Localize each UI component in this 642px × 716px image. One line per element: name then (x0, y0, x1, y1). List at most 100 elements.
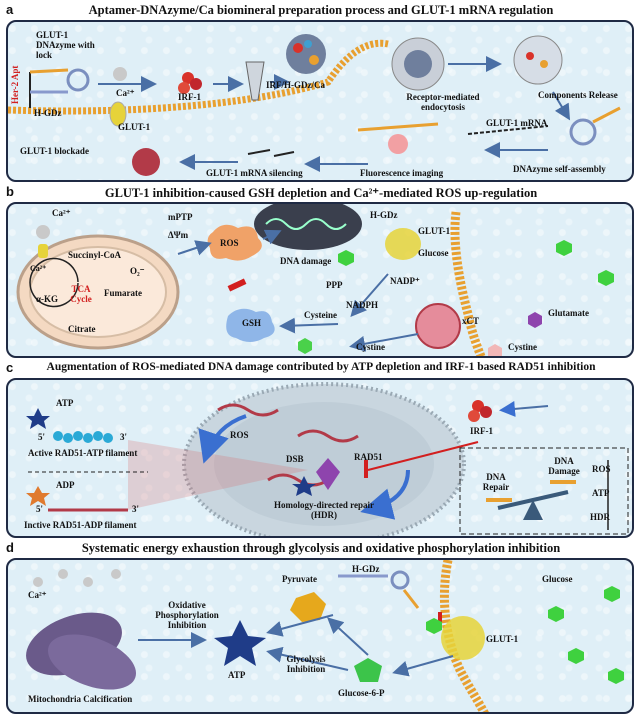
ca-ion-icon (36, 225, 50, 239)
panel-d-title: Systematic energy exhaustion through gly… (81, 541, 561, 555)
ros-label: ROS (230, 430, 249, 440)
rad51-inhibition-line (367, 441, 479, 471)
glutamate-icon (528, 312, 542, 328)
glut1-dnazyme-icon (29, 68, 90, 108)
panel-b: Ca²⁺ Ca²⁺ Succinyl-CoA O₂⁻ TCA Cycle α-K… (6, 202, 634, 358)
glut1-transporter-icon (109, 101, 127, 127)
glut1-mrna-icon (467, 125, 549, 135)
active-filament-label: Active RAD51-ATP filament (28, 448, 138, 458)
active-filament-icon (53, 431, 113, 443)
release-label: Components Release (538, 90, 618, 100)
fluorescence-icon (388, 134, 408, 154)
ros-icon (207, 224, 262, 261)
ca-in-label: Ca²⁺ (30, 264, 47, 273)
glut1-inhibition-icon (438, 612, 442, 628)
glucose-6-p-icon (354, 658, 382, 682)
irf1-label: IRF-1 (470, 426, 493, 436)
five-label-2: 5' (36, 504, 44, 514)
glut1-label: GLUT-1 (118, 122, 151, 132)
adp-star-icon (26, 486, 50, 506)
assembly-label: DNAzyme self-assembly (513, 164, 606, 174)
hgdz-label: H-GDz (370, 210, 398, 220)
calcium-channel-icon (38, 244, 48, 258)
oxphos-label: Oxidative Phosphorylation Inhibition (155, 600, 219, 630)
gsh-label: GSH (242, 318, 262, 328)
dpsi-label: ΔΨm (168, 230, 189, 240)
atp-icon (292, 476, 316, 496)
silenced-mrna-icon (247, 149, 295, 157)
ros-r-label: ROS (592, 464, 611, 474)
panel-a: Her-2 Apt GLUT-1 DNAzyme with lock H-GDz… (6, 20, 634, 182)
irf1-label: IRF-1 (178, 92, 201, 102)
glucose-icon (548, 606, 564, 622)
damage-beam (128, 440, 308, 510)
balance-box (459, 447, 629, 535)
panel-a-graphics (8, 34, 621, 176)
irf1-icon (178, 72, 202, 94)
dna-repair-label: DNA Repair (482, 472, 510, 492)
atp-r-label: ATP (592, 488, 610, 498)
panel-c-graphics (26, 382, 629, 536)
pyruvate-label: Pyruvate (282, 574, 317, 584)
pyruvate-icon (290, 592, 326, 622)
glycolysis-label: Glycolysis Inhibition (286, 654, 326, 674)
adp-label: ADP (56, 480, 75, 490)
hdr-label: Homology-directed repair (HDR) (274, 500, 374, 520)
rad51-label: RAD51 (354, 452, 383, 462)
panel-d: Ca²⁺ Oxidative Phosphorylation Inhibitio… (6, 558, 634, 714)
ppp-label: PPP (326, 280, 343, 290)
cell-membrane (8, 39, 389, 115)
ca-ion-icon (113, 67, 127, 81)
three-label-2: 3' (132, 504, 140, 514)
irf-hgdz-ca-nanoparticle-icon (286, 34, 326, 74)
glucose-label: Glucose (418, 248, 449, 258)
mptp-label: mPTP (168, 212, 193, 222)
ca-label: Ca²⁺ (116, 88, 135, 98)
tube-icon (245, 61, 265, 101)
glut1-label: GLUT-1 (486, 634, 519, 644)
blockade-label: GLUT-1 blockade (20, 146, 89, 156)
citrate-label: Citrate (68, 324, 96, 334)
xct-transporter-icon (415, 303, 461, 349)
xct-label: xCT (462, 316, 480, 326)
endocytosis-label: Receptor-mediated endocytosis (406, 92, 480, 112)
akg-label: α-KG (36, 294, 59, 304)
dnazyme-assembly-icon (569, 118, 597, 146)
nadp-label: NADP⁺ (390, 276, 420, 286)
three-label-1: 3' (120, 432, 128, 442)
cell-membrane-b (450, 211, 486, 356)
release-vesicle-icon (513, 35, 563, 85)
dnazyme-label: GLUT-1 DNAzyme with lock (36, 30, 95, 60)
glucose-label: Glucose (542, 574, 573, 584)
glucose-icon (556, 240, 572, 256)
dna-damage-label: DNA damage (280, 256, 332, 266)
atp-star-icon (26, 408, 50, 429)
glutamate-label: Glutamate (548, 308, 589, 318)
panel-c: ATP 5' 3' Active RAD51-ATP filament ADP … (6, 378, 634, 538)
ca-label: Ca²⁺ (28, 590, 47, 600)
nadph-label: NADPH (346, 300, 378, 310)
glut1-blockade-icon (132, 148, 160, 176)
panel-c-letter: c (6, 360, 14, 375)
gsh-inhibition-icon (227, 278, 247, 292)
cysteine-label: Cysteine (304, 310, 337, 320)
inactive-filament-label: Inctive RAD51-ADP filament (24, 520, 137, 530)
mrna-label: GLUT-1 mRNA (486, 118, 548, 128)
glut1-transporter-icon (441, 616, 485, 660)
glut1-label: GLUT-1 (418, 226, 451, 236)
g6p-label: Glucose-6-P (338, 688, 385, 698)
hgdz-label: H-GDz (34, 108, 62, 118)
panel-b-letter: b (6, 184, 14, 199)
rad51-icon (316, 458, 340, 490)
dna-damage-icon (254, 204, 362, 250)
fumarate-label: Fumarate (104, 288, 142, 298)
nano-label: IRF/H-GDz/Ca (266, 80, 325, 90)
panel-b-graphics (16, 204, 614, 356)
cystine-icon (488, 344, 502, 356)
cystine-label: Cystine (356, 342, 385, 352)
panel-d-graphics (26, 560, 624, 712)
panel-d-letter: d (6, 540, 14, 555)
cystine2-label: Cystine (508, 342, 537, 352)
glut1-transporter-icon (385, 228, 421, 260)
panel-a-letter: a (6, 2, 14, 17)
